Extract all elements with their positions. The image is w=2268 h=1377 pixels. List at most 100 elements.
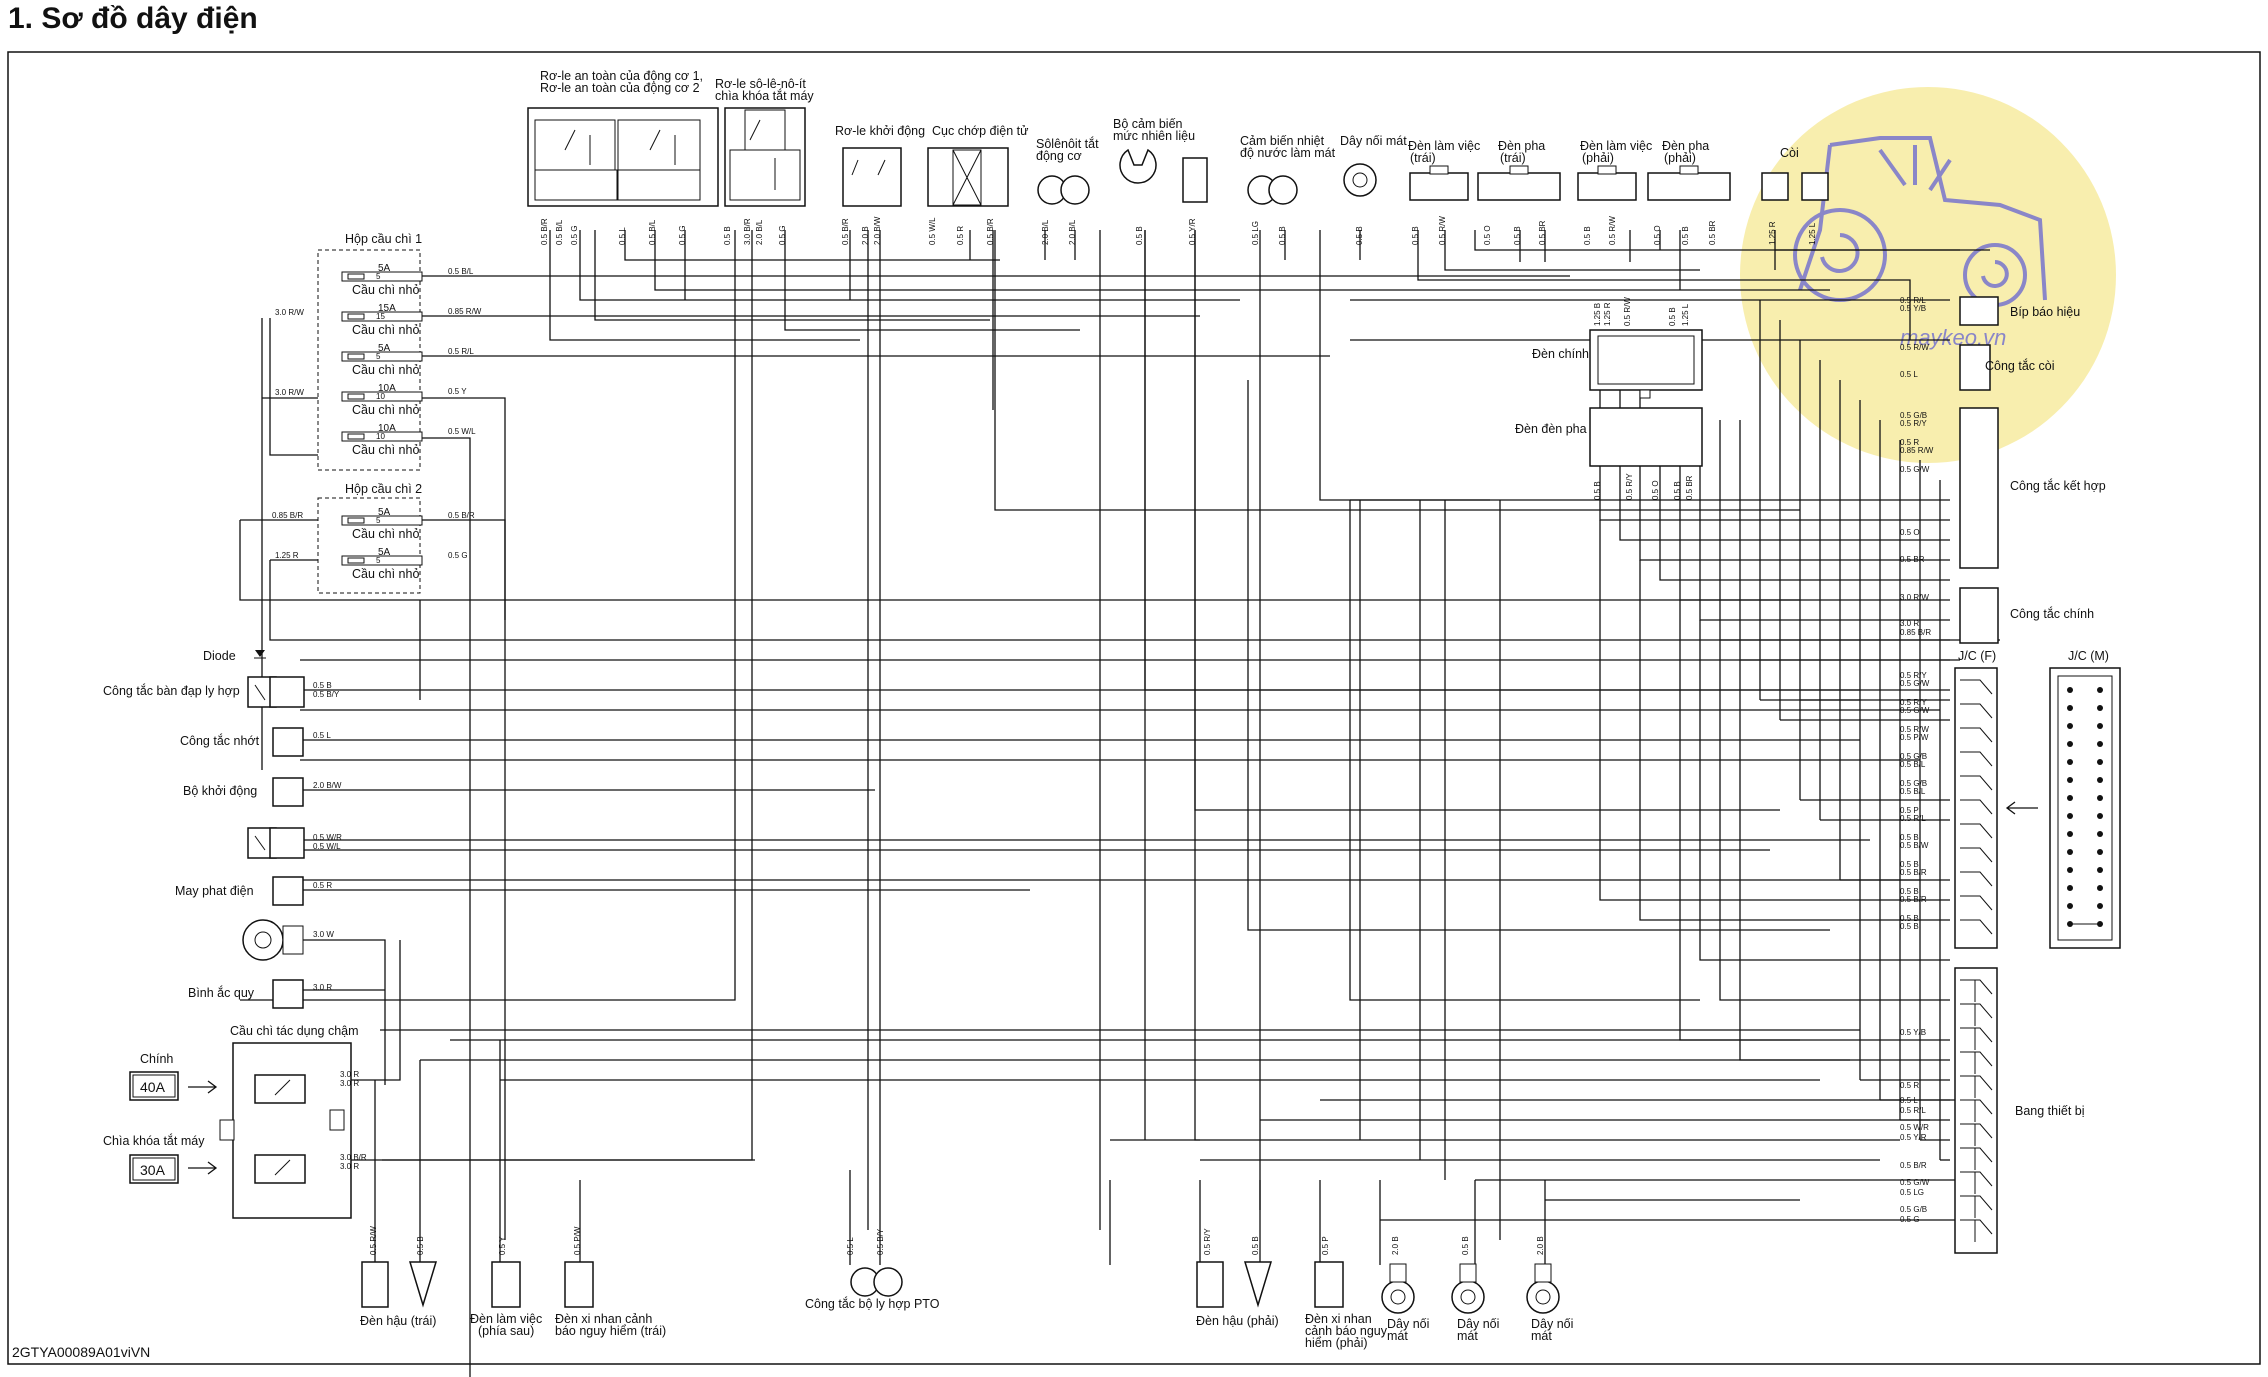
svg-text:0.5 R/W: 0.5 R/W bbox=[1438, 216, 1447, 245]
main-label: Chính bbox=[140, 1052, 173, 1066]
svg-text:0.5 Y/B: 0.5 Y/B bbox=[1900, 304, 1926, 313]
jc-wire-label: 0.5 G/B bbox=[1900, 752, 1927, 761]
svg-text:3.0 B/R: 3.0 B/R bbox=[743, 218, 752, 245]
pin-dot bbox=[2067, 903, 2073, 909]
fuse-box-2-num: 5 bbox=[376, 556, 381, 565]
pin-dot bbox=[2097, 777, 2103, 783]
svg-text:0.5 O: 0.5 O bbox=[1483, 225, 1492, 245]
svg-text:3.0 B/R: 3.0 B/R bbox=[340, 1153, 367, 1162]
main-fuse-40a: Chính 40A bbox=[129, 1052, 218, 1101]
top-wire-labels: 0.5 B/R 0.5 B/L 0.5 G 0.5 L 0.5 B/L 0.5 … bbox=[540, 216, 1817, 245]
fuse-box-1-wire: 0.85 R/W bbox=[448, 307, 482, 316]
jc-contact bbox=[1960, 799, 1993, 815]
jc-wire-label: 0.5 B bbox=[1900, 887, 1919, 896]
svg-text:0.5 B: 0.5 B bbox=[1278, 226, 1287, 245]
fuse-box-1-amp: 5A bbox=[378, 343, 391, 354]
svg-text:0.5 R/Y: 0.5 R/Y bbox=[1625, 473, 1634, 500]
ip-contact bbox=[1960, 1171, 1993, 1187]
svg-text:0.5 R/W: 0.5 R/W bbox=[369, 1226, 378, 1255]
footer-code: 2GTYA00089A01viVN bbox=[12, 1344, 150, 1360]
svg-text:2.0 B/L: 2.0 B/L bbox=[1041, 219, 1050, 245]
svg-text:2.0 B/L: 2.0 B/L bbox=[1068, 219, 1077, 245]
jc-wire-label: 0.5 B/W bbox=[1900, 841, 1929, 850]
pin-dot bbox=[2067, 849, 2073, 855]
ip-contact bbox=[1960, 1195, 1993, 1211]
jc-wire-label: 0.5 B/L bbox=[1900, 787, 1926, 796]
svg-text:0.5 B: 0.5 B bbox=[1681, 226, 1690, 245]
fuse-box-1-num: 10 bbox=[376, 392, 385, 401]
svg-text:0.5 W/R: 0.5 W/R bbox=[313, 833, 342, 842]
svg-text:1.25 R: 1.25 R bbox=[275, 551, 299, 560]
fuse-box-1-wire: 0.5 R/L bbox=[448, 347, 474, 356]
safety-relay: Rơ-le an toàn của động cơ 1, Rơ-le an to… bbox=[527, 69, 719, 207]
svg-text:2.0 B/W: 2.0 B/W bbox=[313, 781, 342, 790]
pin-dot bbox=[2067, 867, 2073, 873]
pin-dot bbox=[2067, 723, 2073, 729]
head-lamp-label: Đèn đèn pha bbox=[1515, 422, 1587, 436]
jc-f-label: J/C (F) bbox=[1958, 649, 1996, 663]
svg-text:3.0 R/W: 3.0 R/W bbox=[275, 388, 304, 397]
fuse-box-1-amp: 10A bbox=[378, 423, 396, 434]
instrument-wire-label: 0.5 R bbox=[1900, 1081, 1919, 1090]
fuse-box-2-fuse bbox=[341, 515, 423, 526]
svg-text:0.5 Y/R: 0.5 Y/R bbox=[1188, 218, 1197, 245]
generator-label: May phat điện bbox=[175, 884, 254, 898]
fuse-box-2-label: Cầu chì nhỏ bbox=[352, 567, 419, 581]
svg-text:0.5 P: 0.5 P bbox=[1321, 1236, 1330, 1255]
svg-text:0.5 LG: 0.5 LG bbox=[1251, 221, 1260, 245]
svg-text:0.5 Y: 0.5 Y bbox=[498, 1236, 507, 1255]
pin-dot bbox=[2097, 741, 2103, 747]
svg-text:0.5 B: 0.5 B bbox=[1668, 307, 1677, 326]
hazard-light-left: Đèn xi nhan cảnh báo nguy hiểm (trái) 0.… bbox=[555, 1226, 666, 1338]
head-light-right: Đèn pha (phải) bbox=[1647, 139, 1731, 201]
work-light-rear-label-2: (phía sau) bbox=[478, 1324, 534, 1338]
svg-text:0.5 B: 0.5 B bbox=[1673, 481, 1682, 500]
fuse-icon bbox=[347, 517, 365, 524]
unknown-switch: 0.5 W/R 0.5 W/L bbox=[247, 827, 342, 859]
svg-text:0.5 B/R: 0.5 B/R bbox=[841, 218, 850, 245]
wires bbox=[239, 230, 2000, 1377]
svg-text:1.25 R: 1.25 R bbox=[1768, 221, 1777, 245]
svg-text:0.5 R: 0.5 R bbox=[313, 881, 332, 890]
svg-text:0.5 B/R: 0.5 B/R bbox=[540, 218, 549, 245]
jc-wire-label: 0.5 R/W bbox=[1900, 725, 1929, 734]
safety-relay-label-1: Rơ-le an toàn của động cơ 1, bbox=[540, 69, 703, 83]
fuse-box-1-label: Cầu chì nhỏ bbox=[352, 443, 419, 457]
arrow-right-icon bbox=[188, 1161, 218, 1175]
svg-text:mát: mát bbox=[1457, 1329, 1478, 1343]
work-light-right: Đèn làm việc (phải) bbox=[1577, 139, 1652, 201]
jc-contact bbox=[1960, 871, 1993, 887]
stop-solenoid-label-1: Sôlênôit tắt bbox=[1036, 136, 1099, 151]
pin-dot bbox=[2067, 795, 2073, 801]
hazard-right-label-1: Đèn xi nhan bbox=[1305, 1312, 1372, 1326]
fuel-sensor: Bộ cảm biến mức nhiên liệu bbox=[1113, 117, 1208, 203]
ip-contact bbox=[1960, 1219, 1993, 1235]
fuse-box-1-amp: 5A bbox=[378, 263, 391, 274]
clutch-pedal-switch: Công tắc bàn đạp ly hợp 0.5 B 0.5 B/Y bbox=[103, 676, 340, 708]
arrow-left-icon bbox=[2005, 801, 2038, 815]
svg-text:0.5 B: 0.5 B bbox=[1251, 1236, 1260, 1255]
pin-dot bbox=[2097, 813, 2103, 819]
svg-text:0.5 L: 0.5 L bbox=[846, 1237, 855, 1255]
svg-text:1.25 L: 1.25 L bbox=[1808, 222, 1817, 245]
ip-contact bbox=[1960, 1027, 1993, 1043]
svg-text:2.0 B: 2.0 B bbox=[861, 226, 870, 245]
ground-wire-top: Dây nối mát bbox=[1340, 134, 1407, 197]
horn-switch-label: Công tắc còi bbox=[1985, 358, 2054, 373]
battery-label: Bình ắc quy bbox=[188, 985, 255, 1000]
instrument-wire-label: 0.5 G bbox=[1900, 1215, 1920, 1224]
svg-text:0.5 R/W: 0.5 R/W bbox=[1900, 343, 1929, 352]
instrument-wire-label: 0.5 R/L bbox=[1900, 1106, 1926, 1115]
head-light-left-label-1: Đèn pha bbox=[1498, 139, 1545, 153]
jc-wire-label: 0.5 R/L bbox=[1900, 814, 1926, 823]
svg-text:0.5 G/B: 0.5 G/B bbox=[1900, 411, 1927, 420]
jc-contact bbox=[1960, 703, 1993, 719]
svg-text:0.5 G: 0.5 G bbox=[678, 225, 687, 245]
pin-dot bbox=[2097, 795, 2103, 801]
svg-text:0.5 B: 0.5 B bbox=[313, 681, 332, 690]
stop-solenoid-label-2: động cơ bbox=[1036, 149, 1082, 163]
slow-blow-fuse: Cầu chì tác dụng chậm 3.0 R 3.0 R 3.0 B/… bbox=[219, 1024, 367, 1219]
oil-switch-label: Công tắc nhớt bbox=[180, 733, 260, 748]
jc-wire-label: 0.5 G/B bbox=[1900, 779, 1927, 788]
temp-sensor: Cảm biến nhiệt độ nước làm mát bbox=[1240, 134, 1336, 205]
